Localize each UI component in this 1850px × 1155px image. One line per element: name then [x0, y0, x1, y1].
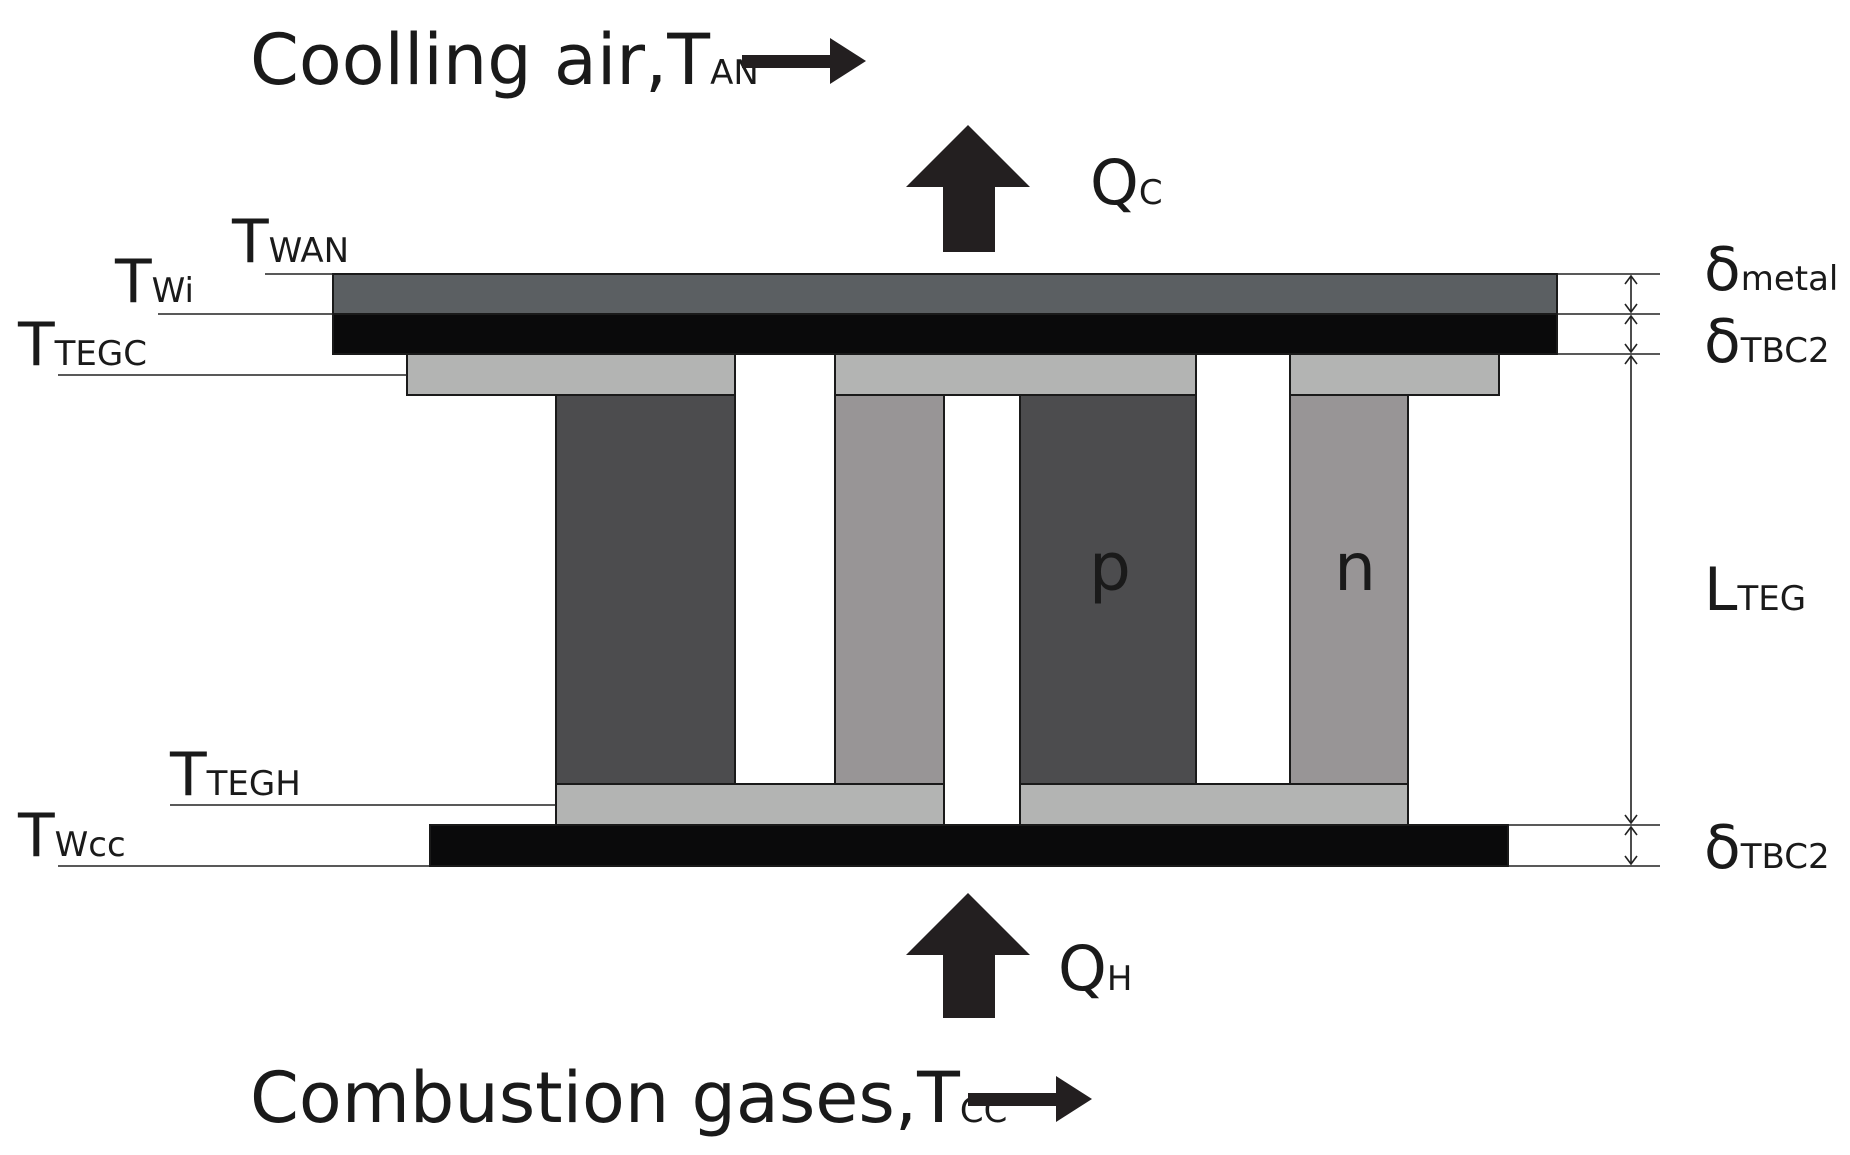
n-leg-left	[834, 394, 945, 785]
top-ceramic-plate-right	[1289, 353, 1500, 396]
metal-thickness-dimension	[1624, 274, 1638, 314]
combustion-gases-label: Combustion gases,TCC	[250, 1057, 1007, 1139]
top-ceramic-plate-middle	[834, 353, 1197, 396]
heat-out-label: QC	[1090, 146, 1163, 219]
p-leg-label: p	[1089, 529, 1131, 606]
t-tegh-label: TTEGH	[169, 740, 301, 810]
heat-in-arrow	[906, 893, 1030, 1018]
p-leg-right	[1019, 394, 1197, 785]
cooling-air-flow-arrow	[742, 38, 866, 84]
n-leg-label: n	[1334, 529, 1376, 606]
tbc2-top-layer	[332, 313, 1558, 355]
tbc2-bottom-layer	[429, 824, 1509, 867]
dimension-extension-lines	[1508, 273, 1660, 867]
metal-wall-layer	[332, 273, 1558, 315]
bottom-ceramic-plate-left	[555, 783, 945, 826]
delta-tbc2-bottom-label: δTBC2	[1704, 813, 1830, 883]
combustion-gases-flow-arrow	[968, 1076, 1092, 1122]
heat-in-label: QH	[1058, 932, 1132, 1005]
heat-out-arrow	[906, 125, 1030, 252]
tbc2-bottom-thickness-dimension	[1624, 825, 1638, 866]
delta-tbc2-top-label: δTBC2	[1704, 307, 1830, 377]
cooling-air-label: Coolling air,TAN	[250, 19, 759, 101]
tbc2-top-thickness-dimension	[1624, 314, 1638, 354]
t-wi-label: TWi	[114, 247, 194, 317]
t-wan-label: TWAN	[231, 207, 349, 277]
t-tegc-label: TTEGC	[17, 310, 147, 380]
delta-metal-label: δmetal	[1704, 235, 1838, 305]
top-ceramic-plate-left	[406, 353, 736, 396]
t-wcc-label: TWcc	[17, 801, 126, 871]
n-leg-right	[1289, 394, 1409, 785]
l-teg-label: LTEG	[1704, 555, 1806, 625]
teg-length-dimension	[1624, 354, 1638, 825]
bottom-ceramic-plate-right	[1019, 783, 1409, 826]
p-leg-left	[555, 394, 736, 785]
